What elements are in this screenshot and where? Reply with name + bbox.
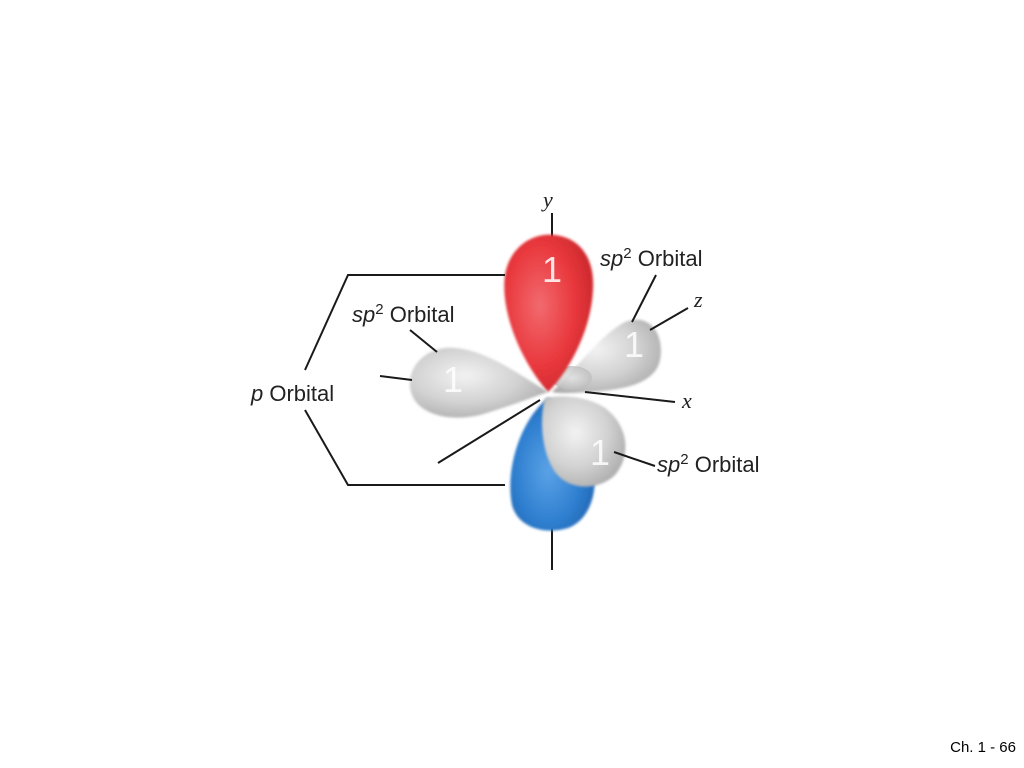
sp2-orbital-label-lower: sp2 Orbital bbox=[657, 451, 760, 477]
p-orbital-bracket-upper bbox=[304, 274, 505, 371]
sp2-orbital-lower-right-lobe bbox=[542, 396, 626, 487]
sp2-orbital-left-lobe bbox=[409, 347, 548, 418]
sp2-upper-leader-line bbox=[631, 274, 657, 323]
sp2-left-tick-line bbox=[379, 375, 413, 381]
sp2-lower-leader-line bbox=[613, 451, 656, 467]
z-axis-line-upper bbox=[649, 307, 689, 331]
p-orbital-label: p Orbital bbox=[250, 381, 334, 406]
p-orbital-top-lobe bbox=[504, 234, 594, 392]
p-orbital-bracket-lower bbox=[304, 409, 505, 486]
y-axis-label: y bbox=[541, 187, 553, 212]
x-axis-label: x bbox=[681, 388, 692, 413]
sp2-orbital-label-upper: sp2 Orbital bbox=[600, 245, 703, 271]
page-number: Ch. 1 - 66 bbox=[950, 739, 1016, 756]
sp2-upper-right-lobe-sign: 1 bbox=[624, 324, 644, 365]
z-axis-label: z bbox=[693, 287, 703, 312]
sp2-lower-right-lobe-sign: 1 bbox=[590, 432, 610, 473]
z-axis-line-lower bbox=[437, 399, 541, 464]
x-axis-line bbox=[584, 391, 676, 403]
sp2-left-leader-line bbox=[409, 329, 438, 353]
sp2-left-lobe-sign: 1 bbox=[443, 359, 463, 400]
p-top-lobe-sign: 1 bbox=[542, 249, 562, 290]
sp2-orbital-label-left: sp2 Orbital bbox=[352, 301, 455, 327]
